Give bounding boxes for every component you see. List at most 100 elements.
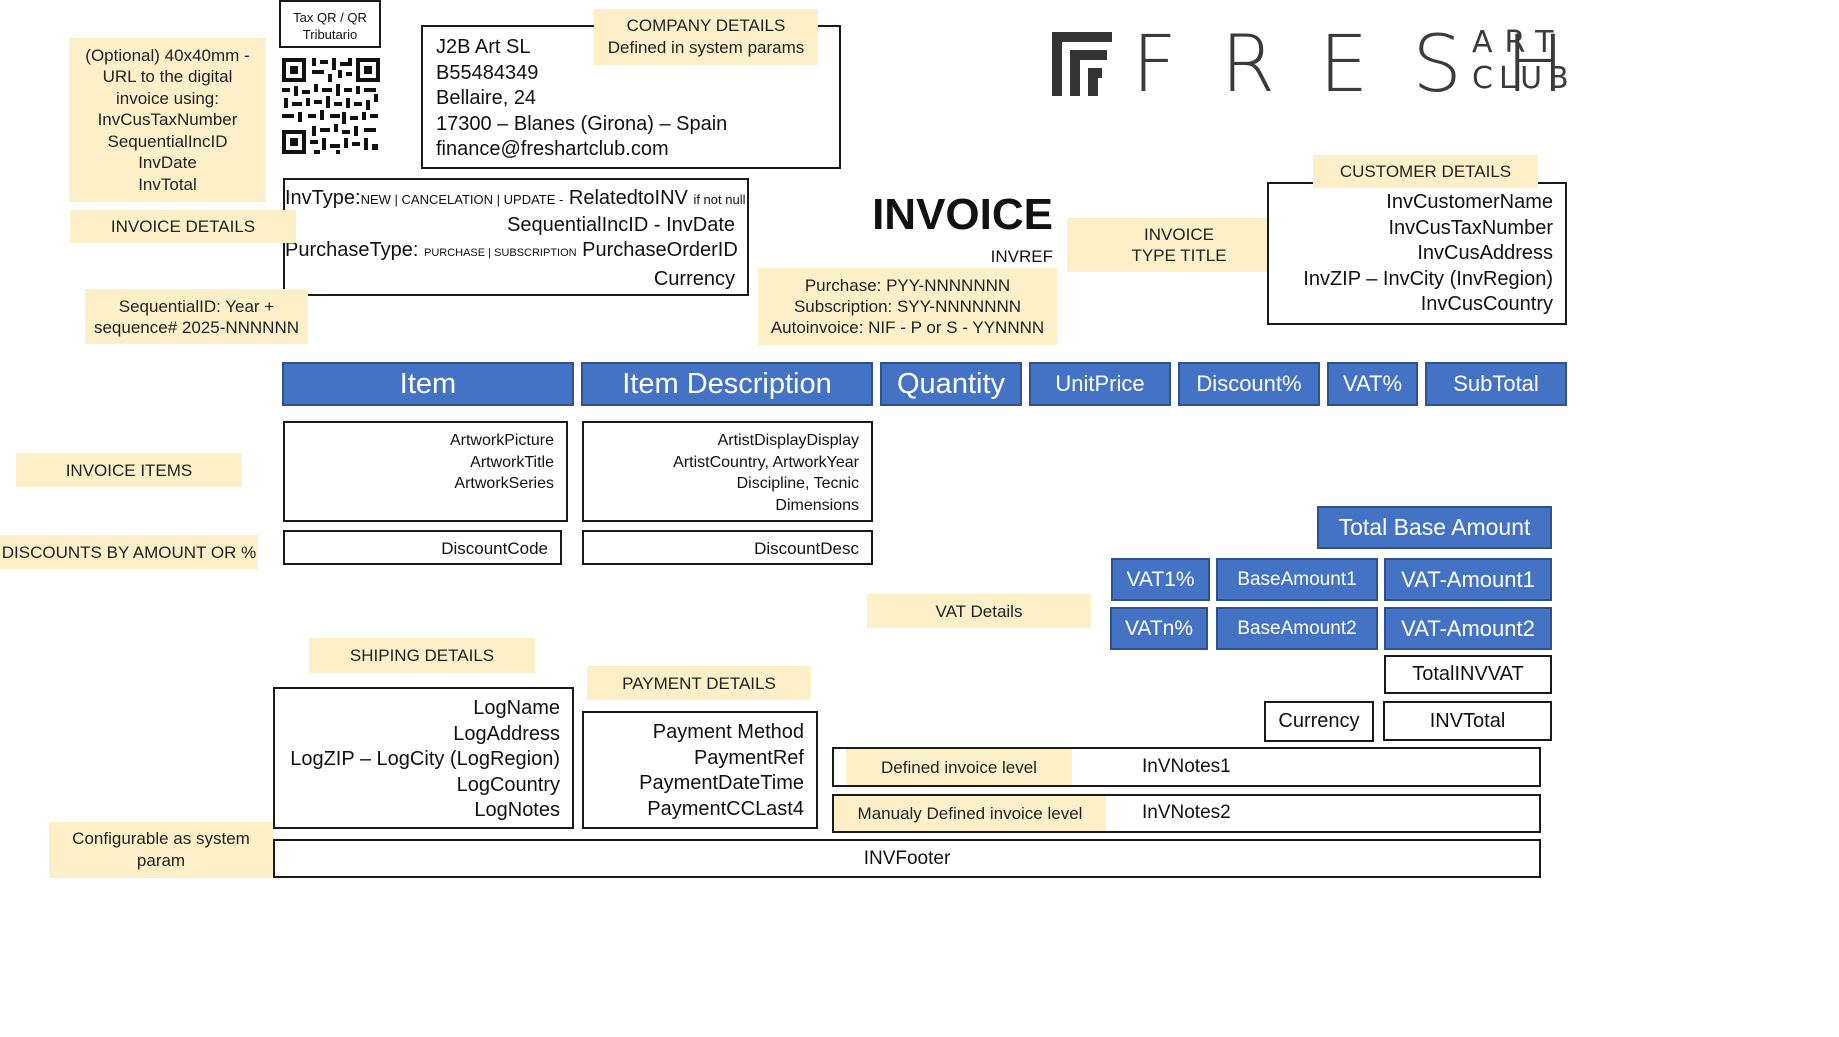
qr-note-line: InvDate: [138, 153, 197, 173]
artist-display: ArtistDisplayDisplay: [717, 432, 859, 449]
invoice-items-note: INVOICE ITEMS: [16, 453, 242, 487]
column-header-quantity: Quantity: [880, 362, 1022, 406]
customer-details-note: CUSTOMER DETAILS: [1313, 155, 1538, 188]
log-address: LogAddress: [453, 722, 560, 745]
company-note-line2: Defined in system params: [607, 38, 805, 57]
shipping-details-note: SHIPING DETAILS: [309, 638, 535, 673]
type-note-line2: TYPE TITLE: [1131, 246, 1227, 265]
artwork-picture: ArtworkPicture: [449, 432, 554, 449]
related-to-inv: RelatedtoINV: [568, 187, 688, 209]
invtype-line: InvType:NEW | CANCELATION | UPDATE - Rel…: [285, 186, 745, 213]
seq-note-line1: SequentialID: Year +: [118, 296, 275, 316]
type-note-line1: INVOICE: [1144, 225, 1214, 244]
notes-level2-value: InVNotes2: [1142, 802, 1231, 823]
column-header-subtotal: SubTotal: [1425, 362, 1567, 406]
shipping-details-box: LogName LogAddress LogZIP – LogCity (Log…: [273, 687, 574, 829]
payment-details-box: Payment Method PaymentRef PaymentDateTim…: [582, 711, 818, 829]
logo-art: ART: [1472, 25, 1566, 60]
discipline-tecnic: Discipline, Tecnic: [736, 475, 859, 492]
code-note-line: Autoinvoice: NIF - P or S - YYNNNN: [770, 318, 1045, 337]
sequential-id-note: SequentialID: Year + sequence# 2025-NNNN…: [85, 289, 308, 344]
qr-note-line: URL to the digital: [102, 67, 233, 87]
logo-mark-icon: [1052, 32, 1112, 96]
log-notes: LogNotes: [474, 799, 560, 822]
vat1-rate: VAT1%: [1111, 558, 1210, 601]
company-city: 17300 – Blanes (Girona) – Spain: [436, 112, 728, 135]
payment-method: Payment Method: [652, 721, 804, 743]
item-description-cell: ArtistDisplayDisplay ArtistCountry, Artw…: [582, 421, 873, 522]
vatn-rate: VATn%: [1110, 607, 1208, 650]
company-street: Bellaire, 24: [436, 87, 537, 110]
customer-details-box: InvCustomerName InvCusTaxNumber InvCusAd…: [1267, 182, 1567, 325]
purchase-type-line: PurchaseType: PURCHASE | SUBSCRIPTION Pu…: [285, 238, 738, 267]
company-email: finance@freshartclub.com: [436, 138, 669, 161]
code-note-line: Subscription: SYY-NNNNNNN: [793, 297, 1022, 316]
notes-level2-label: Manualy Defined invoice level: [834, 796, 1106, 831]
company-note-line1: COMPANY DETAILS: [626, 16, 786, 35]
discount-desc: DiscountDesc: [754, 539, 859, 558]
discount-code-cell: DiscountCode: [283, 530, 562, 565]
invoice-type-title-note: INVOICE TYPE TITLE: [1067, 218, 1291, 272]
sequential-date-line: SequentialIncID - InvDate: [507, 213, 735, 236]
customer-address: InvCusAddress: [1417, 242, 1553, 265]
customer-tax-number: InvCusTaxNumber: [1388, 216, 1553, 239]
qr-label-line2: Tributario: [302, 27, 358, 42]
payment-datetime: PaymentDateTime: [639, 772, 804, 795]
code-note-line: Purchase: PYY-NNNNNNN: [804, 276, 1011, 295]
company-tax-id: B55484349: [436, 61, 539, 84]
customer-name: InvCustomerName: [1386, 191, 1553, 213]
purchase-order-id: PurchaseOrderID: [582, 239, 738, 261]
notes-level1-label: Defined invoice level: [846, 749, 1072, 785]
invoice-ref: INVREF: [990, 247, 1053, 266]
totals-currency: Currency: [1264, 701, 1374, 742]
column-header-vat: VAT%: [1327, 362, 1418, 406]
footer-bar: INVFooter: [273, 839, 1541, 878]
logo-club: CLUB: [1472, 61, 1575, 96]
discounts-note: DISCOUNTS BY AMOUNT OR %: [0, 535, 258, 569]
payment-cc-last4: PaymentCCLast4: [647, 797, 804, 820]
log-name: LogName: [473, 697, 560, 719]
total-inv-vat: TotalINVVAT: [1384, 655, 1552, 694]
company-details-note: COMPANY DETAILS Defined in system params: [594, 9, 818, 65]
fresh-art-club-logo: FRESH ART CLUB: [1052, 22, 1839, 108]
qr-note-line: InvTotal: [138, 174, 197, 194]
invoice-title: INVOICE: [872, 190, 1053, 239]
payment-ref: PaymentRef: [693, 746, 804, 769]
discount-desc-cell: DiscountDesc: [582, 530, 873, 565]
qr-note-line: SequentialIncID: [107, 131, 228, 151]
purchase-codes-note: Purchase: PYY-NNNNNNN Subscription: SYY-…: [758, 268, 1057, 345]
purchase-type-label: PurchaseType:: [285, 239, 419, 261]
qr-label-line1: Tax QR / QR: [293, 10, 367, 25]
seq-note-line2: sequence# 2025-NNNNNN: [93, 317, 300, 337]
column-header-item: Item: [282, 362, 574, 406]
notes-bar-1: Defined invoice level InVNotes1: [832, 747, 1541, 787]
vat-amount-1: VAT-Amount1: [1384, 558, 1552, 601]
config-note-line1: Configurable as system: [72, 829, 250, 848]
column-header-item-description: Item Description: [581, 362, 873, 406]
notes-bar-2: Manualy Defined invoice level InVNotes2: [832, 794, 1541, 833]
invtype-label: InvType:: [285, 187, 361, 209]
invoice-details-note: INVOICE DETAILS: [70, 210, 296, 243]
column-header-discount: Discount%: [1178, 362, 1320, 406]
qr-note-line: invoice using:: [115, 88, 219, 108]
qr-note-line: (Optional) 40x40mm -: [85, 45, 250, 65]
vat-details-note: VAT Details: [867, 594, 1091, 628]
logo-wordmark: FRESH: [1132, 20, 1609, 110]
vat-amount-2: VAT-Amount2: [1384, 607, 1552, 650]
inv-total: INVTotal: [1383, 701, 1552, 741]
config-note-line2: param: [136, 851, 186, 870]
purchase-type-options: PURCHASE | SUBSCRIPTION: [423, 247, 577, 259]
invoice-currency: Currency: [653, 267, 735, 290]
qr-code-icon: [280, 56, 382, 156]
artwork-series: ArtworkSeries: [454, 475, 554, 492]
payment-details-note: PAYMENT DETAILS: [587, 666, 811, 700]
artist-country-year: ArtistCountry, ArtworkYear: [673, 453, 859, 471]
customer-country: InvCusCountry: [1420, 293, 1553, 316]
total-base-amount: Total Base Amount: [1317, 506, 1552, 549]
log-country: LogCountry: [456, 773, 560, 796]
qr-note-line: InvCusTaxNumber: [97, 110, 238, 130]
inv-footer: INVFooter: [863, 847, 951, 869]
invoice-details-box: InvType:NEW | CANCELATION | UPDATE - Rel…: [283, 178, 749, 296]
notes-level1-value: InVNotes1: [1142, 756, 1231, 777]
qr-optional-note: (Optional) 40x40mm - URL to the digital …: [69, 38, 266, 202]
